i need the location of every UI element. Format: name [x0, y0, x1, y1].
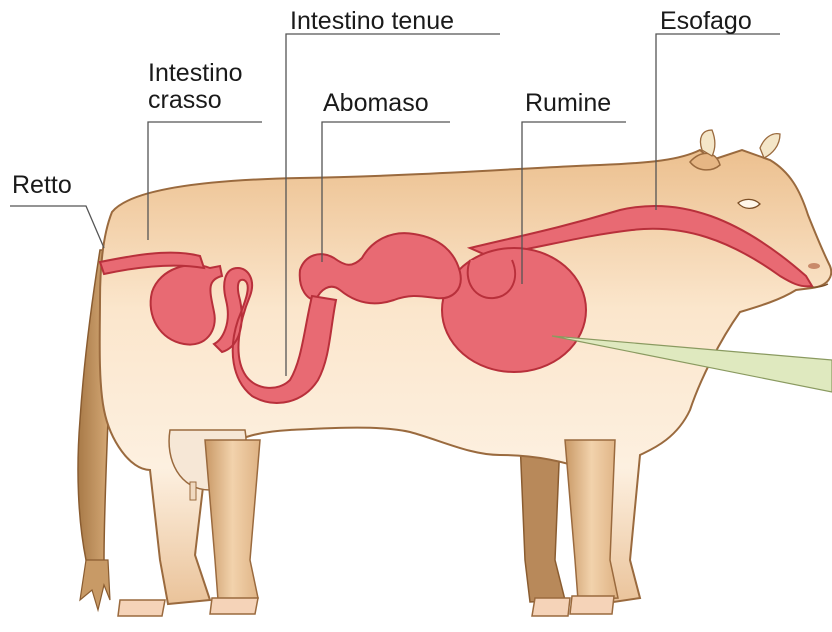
- cow-body: [100, 150, 832, 604]
- label-rumine: Rumine: [525, 90, 611, 117]
- near-hind-leg: [205, 440, 260, 600]
- label-esofago: Esofago: [660, 8, 752, 35]
- label-abomaso: Abomaso: [323, 90, 429, 117]
- leader-retto: [10, 206, 104, 248]
- far-front-leg: [520, 440, 565, 602]
- intestino-crasso-organ: [151, 265, 222, 345]
- label-retto: Retto: [12, 172, 72, 199]
- near-front-leg: [565, 440, 618, 600]
- label-intestino-tenue: Intestino tenue: [290, 8, 454, 35]
- label-intestino-crasso: Intestino crasso: [148, 60, 278, 114]
